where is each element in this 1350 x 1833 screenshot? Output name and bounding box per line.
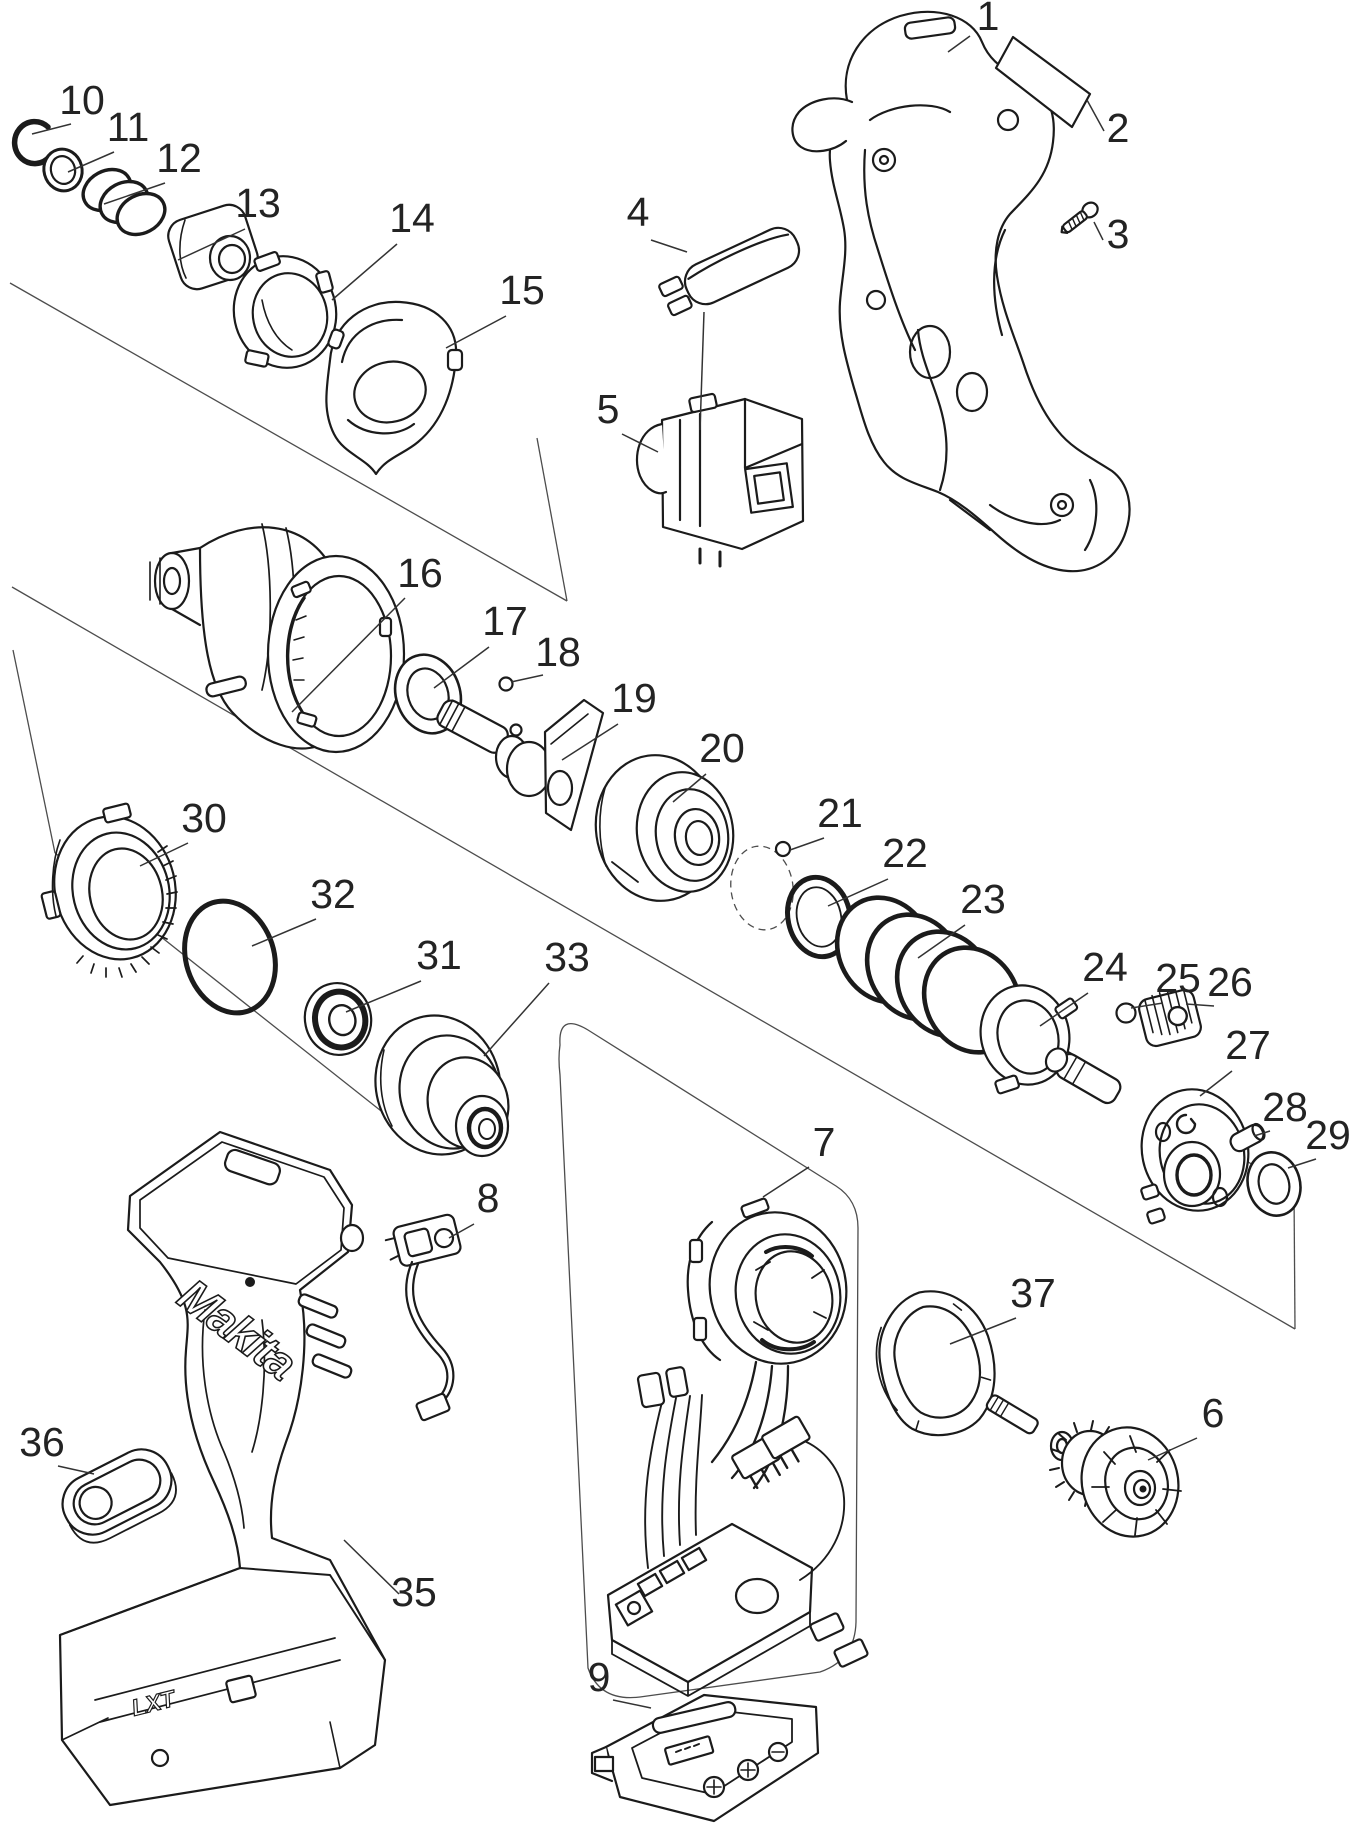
part-16-hammer-case-drawing [149, 523, 406, 754]
part-35-housing-assembly-drawing [58, 1130, 387, 1807]
part-label-22: 22 [882, 830, 928, 876]
part-label-3: 3 [1107, 211, 1130, 257]
part-label-33: 33 [544, 934, 590, 980]
part-label-20: 20 [699, 725, 745, 771]
part-label-5: 5 [597, 386, 620, 432]
part-label-35: 35 [391, 1569, 437, 1615]
part-label-13: 13 [235, 180, 281, 226]
part-10-retaining-ring-drawing [11, 118, 53, 167]
part-label-24: 24 [1082, 944, 1128, 990]
part-20-hammer-drawing [594, 754, 735, 902]
part-27-spindle-drawing [1044, 1047, 1250, 1225]
part-label-27: 27 [1225, 1022, 1271, 1068]
part-12-spring-drawing [81, 167, 167, 237]
part-25-steel-ball-drawing [1115, 1002, 1137, 1024]
part-13-sleeve-drawing [167, 203, 259, 291]
part-label-15: 15 [499, 267, 545, 313]
part-label-31: 31 [416, 932, 462, 978]
part-label-11: 11 [107, 104, 150, 150]
part-label-12: 12 [156, 135, 202, 181]
part-6-rotor-drawing [985, 1394, 1182, 1538]
part-label-21: 21 [817, 790, 863, 836]
part-28-pin-drawing [1229, 1122, 1266, 1153]
part-label-1: 1 [977, 0, 1000, 39]
part-label-2: 2 [1107, 105, 1130, 151]
part-label-16: 16 [397, 550, 443, 596]
part-18-steel-ball-drawing [498, 676, 514, 692]
part-29-flat-washer-drawing [1246, 1151, 1302, 1217]
part-label-23: 23 [960, 876, 1006, 922]
part-label-28: 28 [1262, 1084, 1308, 1130]
part-label-10: 10 [59, 77, 105, 123]
part-4-switch-lever-drawing [658, 226, 801, 317]
part-5-switch-drawing [635, 392, 805, 568]
part-label-37: 37 [1010, 1270, 1056, 1316]
part-label-14: 14 [389, 195, 435, 241]
part-label-26: 26 [1207, 959, 1253, 1005]
part-19-anvil-drawing [436, 698, 605, 832]
part-21-steel-ball-drawing [774, 840, 792, 858]
part-7-stator-drawing [686, 1197, 848, 1490]
part-36-grommet-drawing [61, 1448, 177, 1544]
part-15-bumper-drawing [325, 300, 464, 476]
part-label-6: 6 [1202, 1390, 1225, 1436]
part-label-7: 7 [813, 1119, 836, 1165]
part-label-29: 29 [1305, 1112, 1350, 1158]
part-32-o-ring-drawing [182, 898, 278, 1016]
part-label-4: 4 [627, 189, 650, 235]
part-label-8: 8 [477, 1175, 500, 1221]
part-30-internal-gear-drawing [40, 802, 178, 978]
part-33-gear-damper-drawing [374, 1014, 510, 1158]
part-label-36: 36 [19, 1419, 65, 1465]
part-label-9: 9 [588, 1654, 611, 1700]
part-label-18: 18 [535, 629, 581, 675]
part-31-ball-bearing-drawing [303, 982, 373, 1056]
part-37-insulation-washer-drawing [875, 1290, 996, 1437]
part-9-terminal-block-drawing [590, 1693, 820, 1823]
part-11-ring-drawing [42, 147, 84, 193]
part-14-ring-drawing [232, 251, 338, 369]
part-label-25: 25 [1155, 955, 1201, 1001]
part-2-nameplate-drawing [994, 35, 1092, 129]
leader-lines [31, 35, 1317, 1709]
part-label-17: 17 [482, 598, 528, 644]
part-label-32: 32 [310, 871, 356, 917]
part-label-30: 30 [181, 795, 227, 841]
part-3-screw-drawing [1060, 201, 1099, 234]
part-label-19: 19 [611, 675, 657, 721]
part-21-dashed-oval [730, 845, 794, 931]
part-8-led-circuit-drawing [384, 1213, 462, 1422]
controller-board-drawing [606, 1366, 869, 1697]
